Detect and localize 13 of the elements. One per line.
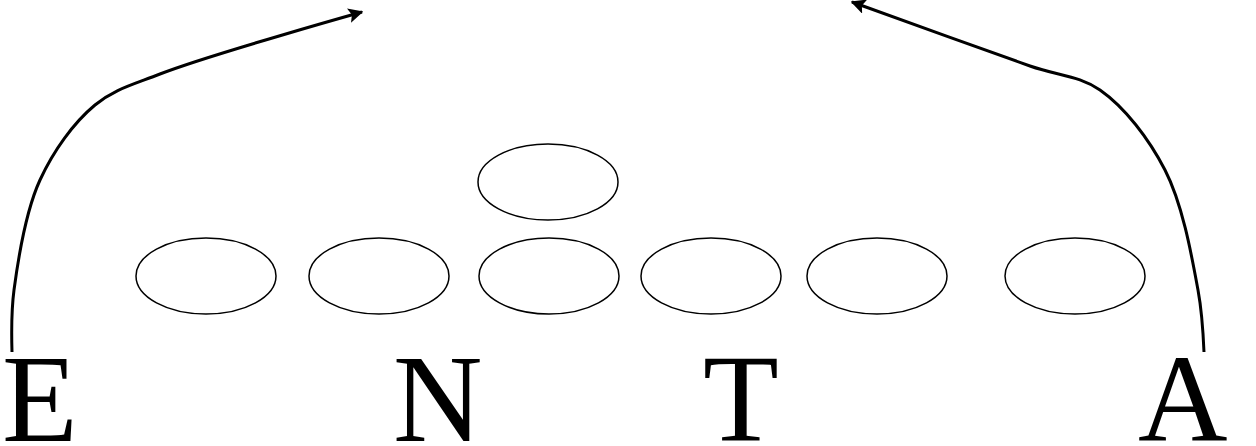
player-ellipse (308, 237, 450, 315)
player-ellipse (640, 237, 782, 315)
position-letter: T (703, 352, 779, 446)
player-ellipse (1004, 237, 1146, 315)
player-ellipse (806, 237, 948, 315)
player-ellipse (477, 143, 619, 221)
route-arrow (850, 0, 1206, 353)
route-arrow (10, 8, 364, 353)
player-ellipse (478, 237, 620, 315)
position-letter: A (1138, 352, 1242, 446)
position-letter: N (393, 352, 483, 446)
player-ellipse (135, 237, 277, 315)
position-letter: E (2, 352, 74, 446)
